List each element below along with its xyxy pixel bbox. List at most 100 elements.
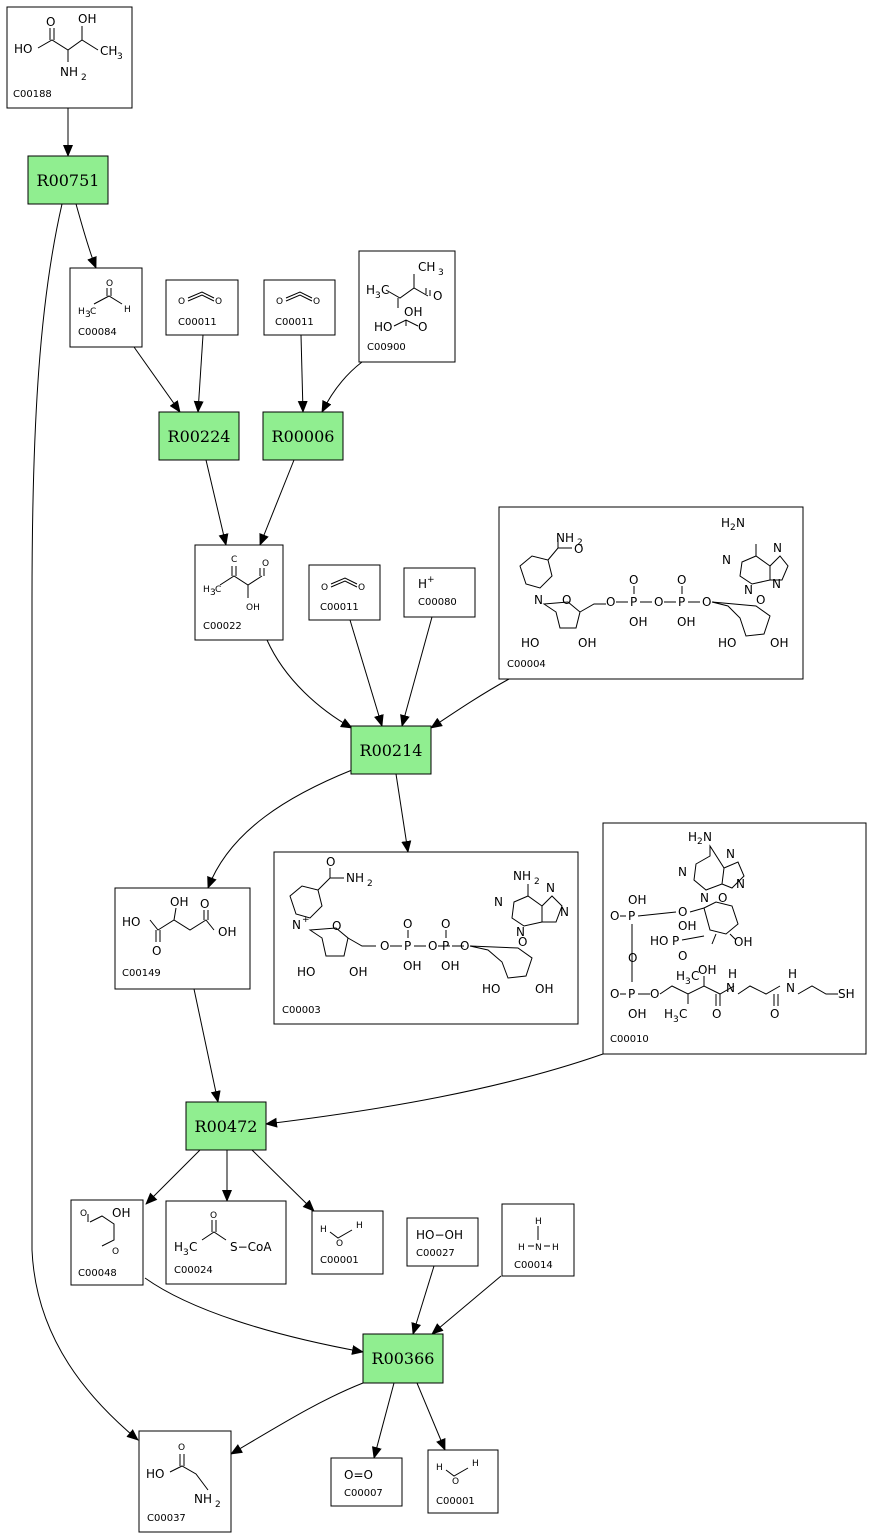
svg-text:O: O (321, 583, 328, 593)
svg-text:O: O (403, 917, 412, 931)
svg-text:NH: NH (194, 1492, 212, 1506)
svg-text:P: P (442, 939, 449, 953)
compound-node-c00001-a[interactable]: H O H C00001 (311, 1210, 384, 1275)
svg-text:2: 2 (697, 837, 703, 847)
svg-text:O: O (112, 1247, 119, 1257)
svg-text:2: 2 (577, 538, 583, 548)
svg-text:O: O (574, 542, 583, 556)
svg-text:3: 3 (673, 1015, 679, 1025)
compound-node-c00024[interactable]: O H 3 C S−CoA C00024 (165, 1200, 287, 1285)
edge-r00751-c00084 (75, 203, 97, 269)
compound-node-c00149[interactable]: OH HO O OH O C00149 (114, 887, 251, 990)
edge-c00048-r00366 (144, 1277, 364, 1355)
structure-co2: O O (321, 577, 365, 593)
svg-text:P: P (630, 595, 637, 609)
svg-text:H: H (552, 1243, 559, 1253)
svg-text:H: H (366, 283, 375, 297)
compound-id: C00001 (320, 1255, 359, 1266)
svg-text:HO: HO (14, 42, 32, 56)
svg-text:O: O (678, 905, 687, 919)
structure-co2: O O (276, 291, 320, 307)
compound-node-c00084[interactable]: O H 3 C H C00084 (69, 267, 143, 348)
compound-node-c00027[interactable]: HO−OH C00027 (406, 1217, 479, 1267)
svg-text:HO: HO (374, 320, 392, 334)
svg-text:N: N (736, 516, 745, 530)
compound-node-c00001-b[interactable]: H O H C00001 (427, 1449, 499, 1514)
svg-text:H: H (418, 577, 427, 591)
svg-text:N: N (516, 925, 525, 939)
edge-c00084-r00224 (133, 346, 181, 413)
structure-oxygen: O=O (344, 1468, 373, 1482)
reaction-node-r00224[interactable]: R00224 (158, 411, 240, 461)
svg-text:OH: OH (78, 12, 96, 26)
svg-text:P: P (628, 909, 635, 923)
edge-r00366-c00037 (230, 1382, 364, 1455)
svg-text:HO: HO (521, 636, 539, 650)
structure-ammonia: H H N H (518, 1217, 559, 1253)
svg-text:N: N (292, 918, 301, 932)
svg-text:OH: OH (441, 959, 459, 973)
compound-node-c00048[interactable]: O OH O C00048 (70, 1199, 144, 1286)
compound-node-c00010[interactable]: H 2 N N N N N O OH O O P OH O HO P OH O (602, 822, 867, 1055)
reaction-node-r00472[interactable]: R00472 (185, 1101, 267, 1151)
svg-text:OH: OH (403, 959, 421, 973)
svg-text:O: O (178, 1443, 185, 1453)
structure-co2: O O (178, 291, 222, 307)
edge-c00011a-r00224 (193, 334, 204, 413)
compound-id: C00149 (122, 968, 161, 979)
svg-text:OH: OH (770, 636, 788, 650)
svg-text:O: O (650, 987, 659, 1001)
structure-c00900: CH 3 H 3 C O OH HO O (366, 260, 444, 334)
reaction-label: R00472 (195, 1117, 258, 1136)
svg-text:NH: NH (513, 869, 531, 883)
svg-text:O: O (358, 583, 365, 593)
compound-node-c00900[interactable]: CH 3 H 3 C O OH HO O C00900 (358, 250, 456, 363)
reaction-node-r00214[interactable]: R00214 (350, 725, 432, 775)
svg-text:H: H (721, 516, 730, 530)
reaction-node-r00366[interactable]: R00366 (362, 1333, 444, 1384)
svg-text:3: 3 (183, 1248, 189, 1258)
svg-text:NH: NH (556, 531, 574, 545)
structure-threonine: O HO OH CH 3 NH 2 (14, 12, 123, 83)
svg-text:O: O (380, 939, 389, 953)
compound-node-c00007[interactable]: O=O C00007 (330, 1457, 403, 1507)
svg-text:O: O (452, 1477, 459, 1487)
structure-nad: NH 2 O N + O HO OH O P O OH O P O OH O (289, 855, 569, 996)
svg-text:OH: OH (629, 615, 647, 629)
compound-id: C00007 (344, 1488, 383, 1499)
edge-r00366-c00007 (372, 1382, 395, 1459)
svg-text:C: C (90, 307, 96, 317)
compound-node-c00011-c[interactable]: O O C00011 (308, 564, 381, 621)
reaction-node-r00006[interactable]: R00006 (262, 411, 344, 461)
svg-text:O: O (712, 1007, 721, 1021)
compound-node-c00188[interactable]: O HO OH CH 3 NH 2 C00188 (6, 6, 133, 109)
svg-text:H: H (535, 1217, 542, 1227)
compound-node-c00037[interactable]: O HO NH 2 C00037 (138, 1430, 232, 1533)
compound-id: C00900 (367, 342, 406, 353)
compound-node-c00022[interactable]: C H 3 C O OH C00022 (194, 544, 284, 641)
svg-text:2: 2 (730, 523, 736, 533)
compound-node-c00011-b[interactable]: O O C00011 (263, 279, 336, 336)
svg-text:N: N (560, 905, 569, 919)
reaction-node-r00751[interactable]: R00751 (27, 155, 109, 205)
compound-node-c00004[interactable]: NH 2 O N O HO OH O P O OH O P O OH O (498, 506, 804, 680)
svg-text:H: H (518, 1243, 525, 1253)
svg-text:O: O (152, 944, 161, 958)
compound-node-c00003[interactable]: NH 2 O N + O HO OH O P O OH O P O OH O (273, 851, 579, 1025)
svg-text:OH: OH (349, 965, 367, 979)
compound-node-c00014[interactable]: H H N H C00014 (501, 1203, 575, 1277)
svg-text:S−CoA: S−CoA (230, 1240, 272, 1254)
compound-id: C00084 (78, 327, 117, 338)
svg-text:H: H (320, 1225, 327, 1235)
svg-text:O: O (756, 593, 765, 607)
svg-text:3: 3 (438, 268, 444, 278)
svg-text:N: N (722, 553, 731, 567)
svg-text:O: O (562, 593, 571, 607)
compound-id: C00011 (320, 602, 359, 613)
svg-text:O: O (178, 297, 185, 307)
svg-text:3: 3 (685, 977, 691, 987)
svg-text:O: O (210, 1211, 217, 1221)
compound-node-c00080[interactable]: H + C00080 (403, 567, 476, 618)
compound-node-c00011-a[interactable]: O O C00011 (165, 279, 239, 336)
edges (31, 108, 604, 1459)
